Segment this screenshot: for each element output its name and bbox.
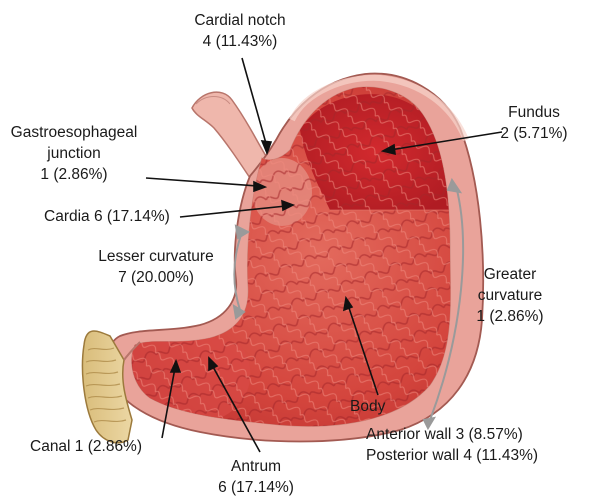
cardial-notch-value: 4 (11.43%)	[170, 31, 310, 52]
lesser-curvature-name: Lesser curvature	[72, 246, 240, 267]
label-cardial-notch: Cardial notch 4 (11.43%)	[170, 10, 310, 52]
gastroesophageal-line1: Gastroesophageal	[0, 122, 148, 143]
body-posterior-wall: Posterior wall 4 (11.43%)	[366, 445, 538, 466]
antrum-name: Antrum	[196, 456, 316, 477]
fundus-value: 2 (5.71%)	[476, 123, 592, 144]
greater-curvature-line1: Greater	[450, 264, 570, 285]
gastroesophageal-value: 1 (2.86%)	[0, 164, 148, 185]
label-antrum: Antrum 6 (17.14%)	[196, 456, 316, 498]
label-greater-curvature: Greater curvature 1 (2.86%)	[450, 264, 570, 327]
fundus-name: Fundus	[476, 102, 592, 123]
cardial-notch-name: Cardial notch	[170, 10, 310, 31]
label-canal: Canal 1 (2.86%)	[30, 436, 142, 457]
antrum-value: 6 (17.14%)	[196, 477, 316, 498]
gastroesophageal-arrow	[146, 178, 258, 186]
label-body-walls: Anterior wall 3 (8.57%) Posterior wall 4…	[366, 424, 538, 466]
greater-curvature-line2: curvature	[450, 285, 570, 306]
lesser-curvature-value: 7 (20.00%)	[72, 267, 240, 288]
cardia-text: Cardia 6 (17.14%)	[44, 206, 170, 227]
gastroesophageal-line2: junction	[0, 143, 148, 164]
label-lesser-curvature: Lesser curvature 7 (20.00%)	[72, 246, 240, 288]
label-cardia: Cardia 6 (17.14%)	[44, 206, 170, 227]
body-name: Body	[350, 396, 385, 417]
greater-curvature-value: 1 (2.86%)	[450, 306, 570, 327]
canal-text: Canal 1 (2.86%)	[30, 436, 142, 457]
label-gastroesophageal-junction: Gastroesophageal junction 1 (2.86%)	[0, 122, 148, 185]
body-anterior-wall: Anterior wall 3 (8.57%)	[366, 424, 538, 445]
label-fundus: Fundus 2 (5.71%)	[476, 102, 592, 144]
label-body: Body	[350, 396, 385, 417]
